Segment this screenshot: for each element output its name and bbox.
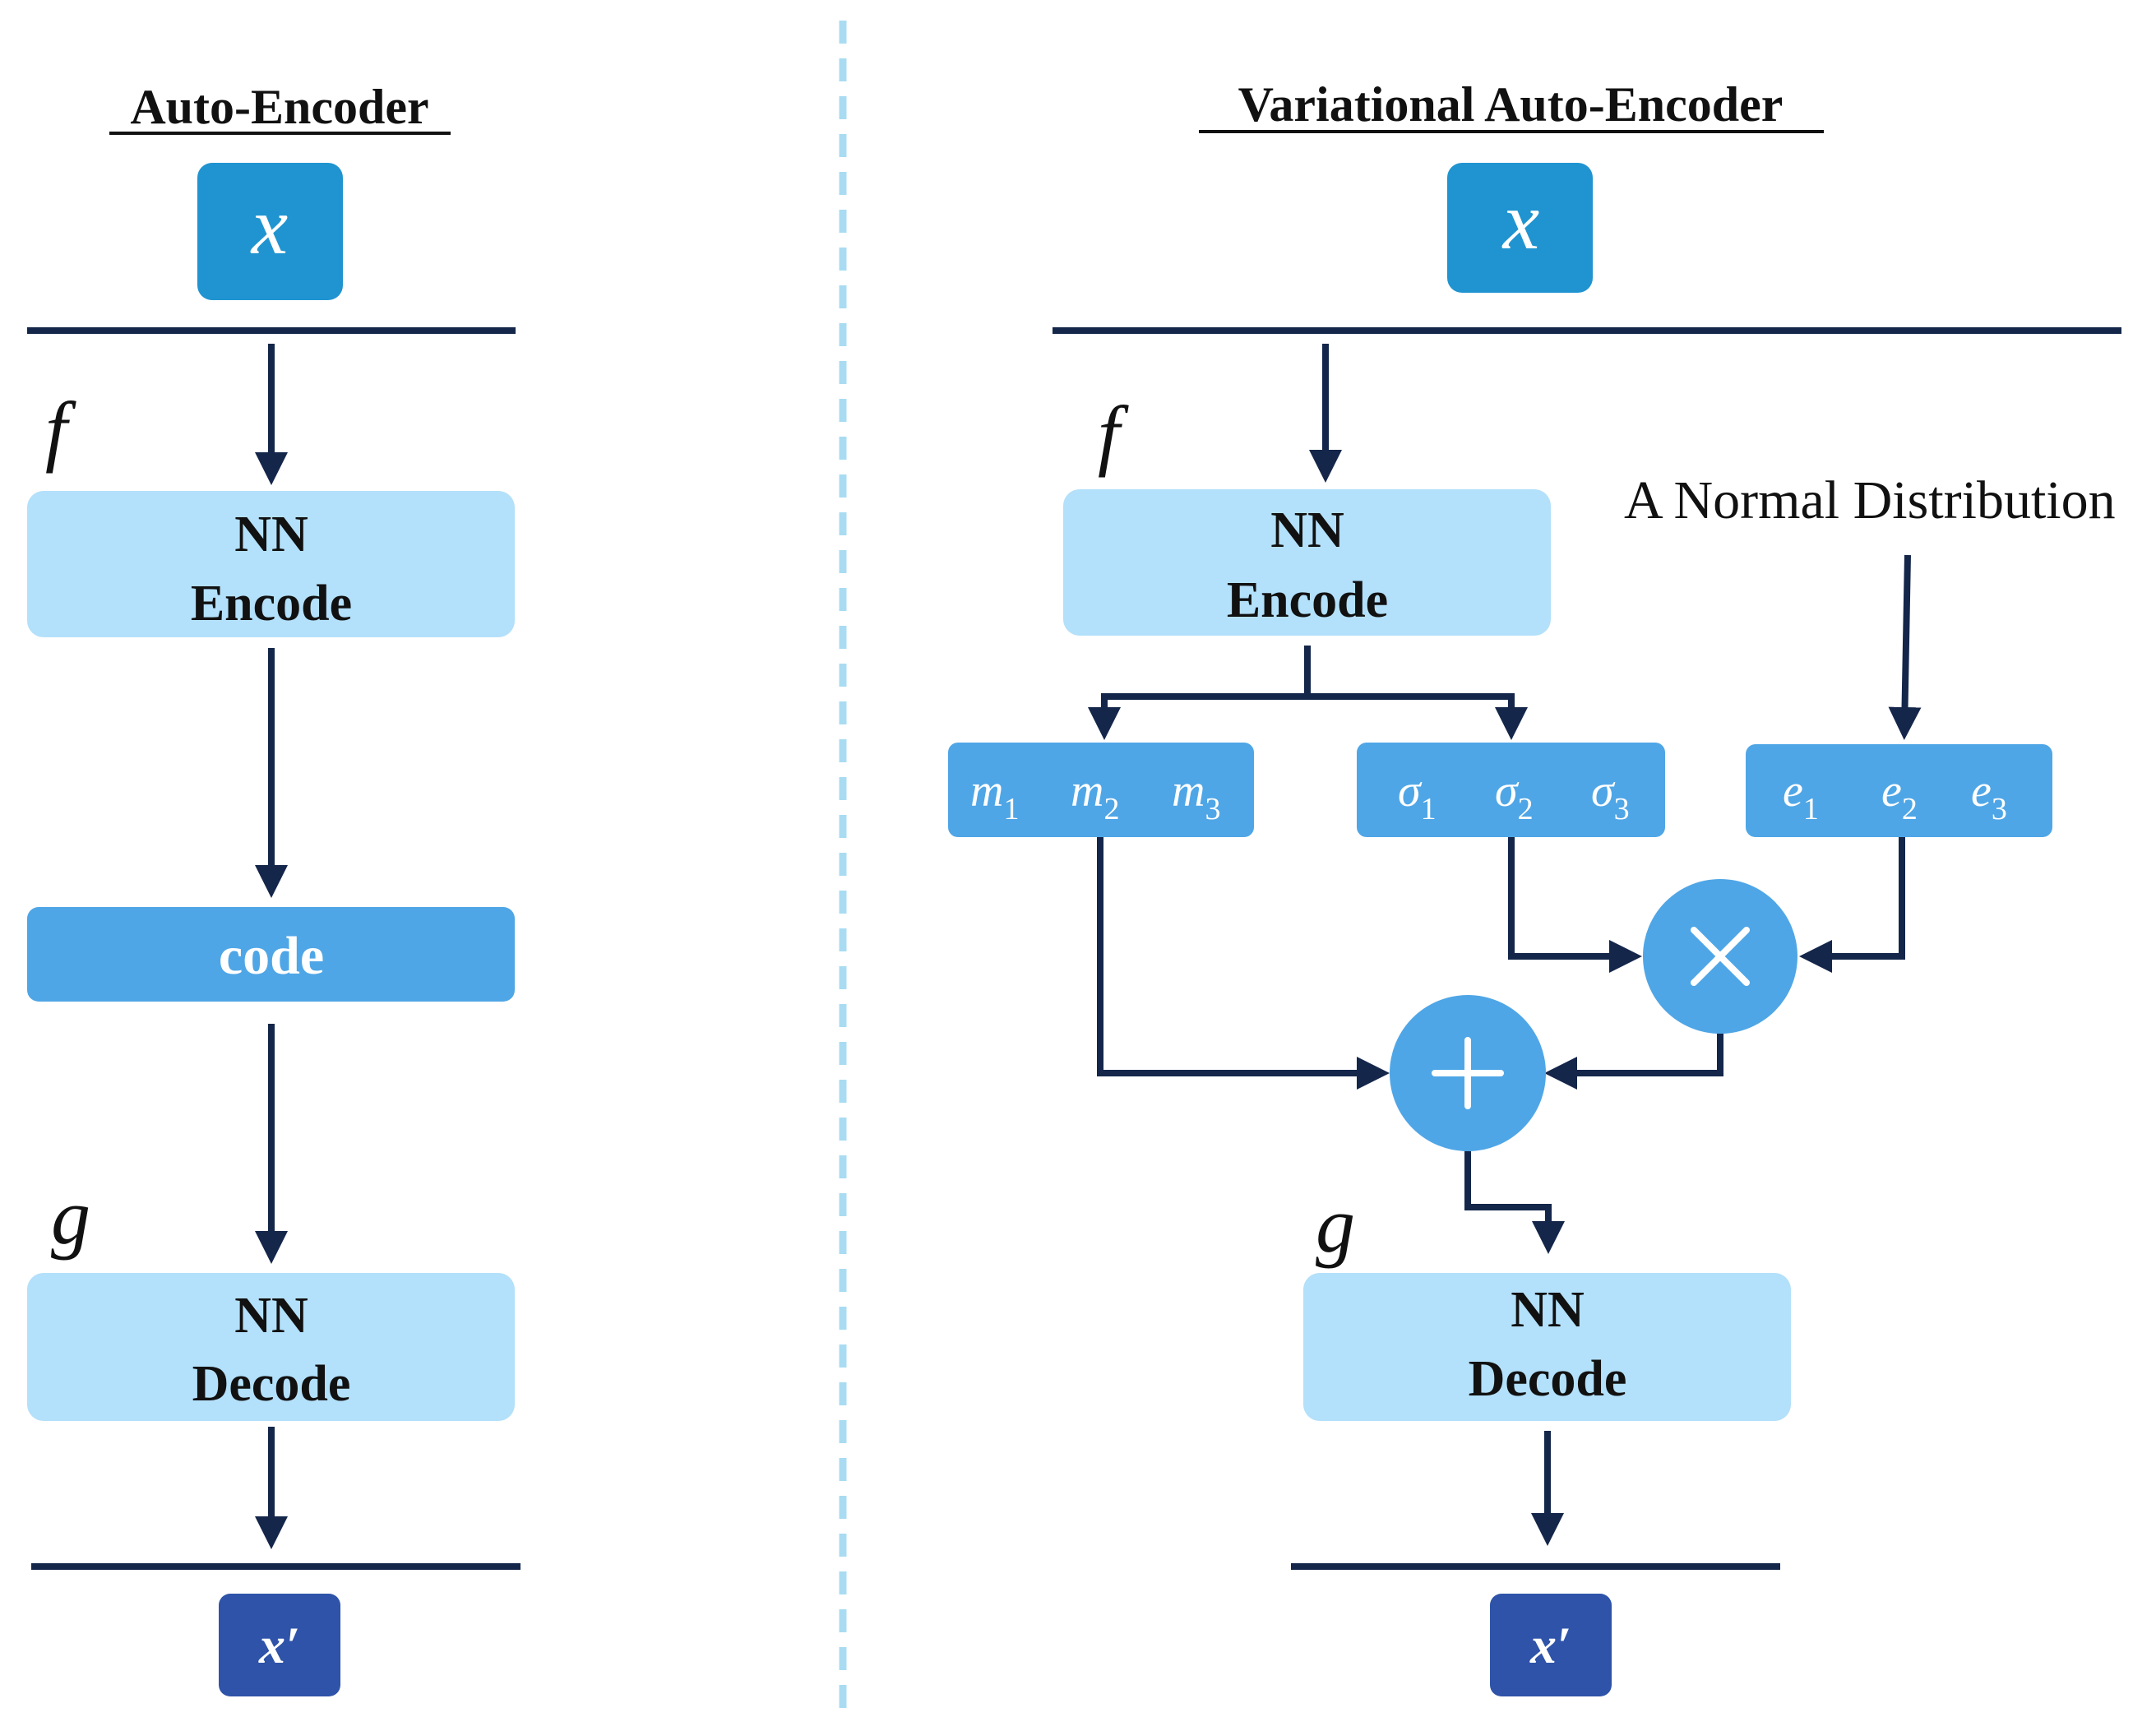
ae-input-label: x: [250, 180, 288, 271]
vae-arrow-e-multiply: [1799, 837, 1905, 973]
normal-distribution-label: A Normal Distribution: [1624, 470, 2116, 530]
ae-code-label: code: [219, 926, 324, 986]
sigma-vector-box: [1357, 743, 1665, 837]
vae-encoder-box: [1063, 489, 1551, 636]
ae-encoder-line1: NN: [234, 507, 308, 562]
ae-decoder-line1: NN: [234, 1288, 308, 1344]
sigma3-label: σ3: [1591, 766, 1630, 826]
sigma2-label: σ2: [1495, 766, 1534, 826]
vae-encoder-line2: Encode: [1227, 572, 1388, 628]
ae-decoder-box: [27, 1273, 515, 1421]
autoencoder-panel: Auto-Encoder x f NN Encode code g NN Dec…: [27, 80, 520, 1696]
vae-arrow-multiply-add: [1544, 1034, 1723, 1090]
sigma1-label: σ1: [1398, 766, 1437, 826]
e2-label: e2: [1881, 766, 1918, 826]
vae-panel: Variational Auto-Encoder x f NN Encode A…: [948, 77, 2121, 1696]
m3-label: m3: [1172, 766, 1220, 826]
vae-input-label: x: [1501, 175, 1539, 266]
vae-f-label: f: [1098, 390, 1129, 478]
ae-code-box: [27, 907, 515, 1002]
e1-label: e1: [1783, 766, 1819, 826]
ae-output-label: x′: [258, 1616, 300, 1674]
ae-encoder-line2: Encode: [191, 576, 352, 632]
ae-output-box: [219, 1594, 340, 1696]
vae-encoder-line1: NN: [1270, 502, 1344, 558]
vae-title: Variational Auto-Encoder: [1238, 77, 1784, 132]
ae-title: Auto-Encoder: [130, 80, 428, 134]
vae-arrow-normal-e: [1888, 554, 1922, 740]
e-vector-box: [1746, 744, 2052, 837]
vae-arrow-encoder-m: [1088, 646, 1311, 740]
ae-encoder-box: [27, 491, 515, 637]
ae-f-label: f: [45, 386, 76, 474]
vae-decoder-line2: Decode: [1469, 1351, 1627, 1407]
vae-decoder-box: [1303, 1273, 1791, 1421]
vae-input-box: [1447, 163, 1593, 293]
ae-input-box: [197, 163, 343, 300]
vae-g-label: g: [1316, 1181, 1355, 1269]
e3-label: e3: [1971, 766, 2007, 826]
m2-label: m2: [1071, 766, 1119, 826]
vae-decoder-line1: NN: [1511, 1282, 1585, 1338]
m-vector-box: [948, 743, 1254, 837]
vae-output-box: [1490, 1594, 1612, 1696]
vae-arrow-m-add: [1097, 837, 1390, 1090]
vae-arrow-sigma-multiply: [1508, 837, 1642, 973]
m1-label: m1: [970, 766, 1019, 826]
multiply-icon-stroke-b: [1691, 927, 1750, 986]
ae-decoder-line2: Decode: [192, 1356, 351, 1412]
vae-arrow-add-decoder: [1464, 1151, 1565, 1254]
ae-g-label: g: [51, 1173, 90, 1261]
vae-output-label: x′: [1529, 1616, 1571, 1674]
vae-arrow-encoder-sigma: [1307, 693, 1528, 740]
